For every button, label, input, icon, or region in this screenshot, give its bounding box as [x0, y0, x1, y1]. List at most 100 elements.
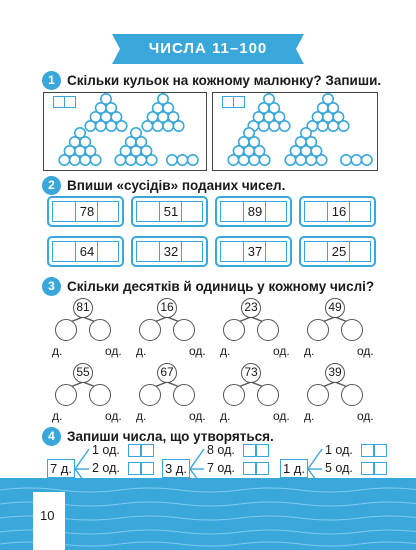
ball: [339, 154, 352, 167]
previous-neighbor-input[interactable]: [53, 201, 75, 222]
ones-label: од.: [273, 344, 290, 358]
neighbor-cells: 32: [136, 241, 203, 262]
result-cell[interactable]: [361, 444, 374, 457]
ball: [360, 154, 373, 167]
given-number: 37: [243, 241, 266, 262]
result-cell[interactable]: [374, 462, 387, 475]
previous-neighbor-input[interactable]: [221, 201, 243, 222]
next-neighbor-input[interactable]: [181, 201, 204, 222]
ones-circle[interactable]: [89, 384, 111, 406]
given-number: 78: [75, 201, 98, 222]
ones-label: од.: [189, 409, 206, 423]
result-cell[interactable]: [256, 444, 269, 457]
tens-circle[interactable]: [55, 384, 77, 406]
ball: [248, 136, 261, 149]
next-neighbor-input[interactable]: [97, 241, 120, 262]
next-neighbor-input[interactable]: [97, 201, 120, 222]
previous-neighbor-input[interactable]: [53, 241, 75, 262]
previous-neighbor-input[interactable]: [305, 201, 327, 222]
result-cell[interactable]: [141, 462, 154, 475]
ones-label: од.: [189, 344, 206, 358]
ones-circle[interactable]: [173, 384, 195, 406]
result-cell[interactable]: [128, 444, 141, 457]
page-number-strip: [33, 492, 65, 550]
ones-item: 5 од.: [325, 461, 353, 475]
next-neighbor-input[interactable]: [349, 201, 372, 222]
ball: [278, 120, 291, 133]
next-neighbor-input[interactable]: [265, 241, 288, 262]
tree-number: 49: [325, 298, 345, 318]
ones-circle[interactable]: [341, 319, 363, 341]
ones-label: од.: [105, 409, 122, 423]
tens-circle[interactable]: [307, 384, 329, 406]
result-cell[interactable]: [361, 462, 374, 475]
neighbor-cells: 37: [220, 241, 287, 262]
result-cell[interactable]: [243, 444, 256, 457]
ones-circle[interactable]: [257, 384, 279, 406]
given-number: 89: [243, 201, 266, 222]
task-number: 2: [42, 176, 61, 195]
neighbor-card: 25: [299, 236, 376, 267]
ones-circle[interactable]: [89, 319, 111, 341]
ball: [258, 154, 271, 167]
tens-label: д.: [220, 344, 231, 358]
ball: [315, 154, 328, 167]
ones-circle[interactable]: [173, 319, 195, 341]
ones-item: 1 од.: [92, 443, 120, 457]
task-number: 4: [42, 427, 61, 446]
previous-neighbor-input[interactable]: [221, 241, 243, 262]
ball: [167, 111, 180, 124]
previous-neighbor-input[interactable]: [305, 241, 327, 262]
result-cell[interactable]: [128, 462, 141, 475]
neighbor-card: 89: [215, 196, 292, 227]
ball: [110, 111, 123, 124]
task-instruction: Скільки кульок на кожному малюнку? Запиш…: [67, 73, 382, 88]
tens-circle[interactable]: [55, 319, 77, 341]
tens-circle[interactable]: [139, 384, 161, 406]
neighbor-card: 51: [131, 196, 208, 227]
tens-circle[interactable]: [223, 384, 245, 406]
neighbor-card: 37: [215, 236, 292, 267]
result-cell[interactable]: [374, 444, 387, 457]
next-neighbor-input[interactable]: [181, 241, 204, 262]
tens-circle[interactable]: [307, 319, 329, 341]
tens-label: д.: [136, 344, 147, 358]
ball: [305, 136, 318, 149]
ball: [273, 111, 286, 124]
ones-circle[interactable]: [341, 384, 363, 406]
neighbor-cells: 25: [304, 241, 371, 262]
tree-number: 73: [241, 363, 261, 383]
task-number: 3: [42, 277, 61, 296]
page-number: 10: [40, 508, 55, 523]
ones-label: од.: [273, 409, 290, 423]
neighbor-card: 78: [47, 196, 124, 227]
wave-lines: [0, 487, 416, 547]
ball: [310, 145, 323, 158]
title-banner: [112, 34, 304, 64]
ball: [350, 154, 363, 167]
ball: [89, 154, 102, 167]
neighbor-cells: 64: [52, 241, 119, 262]
previous-neighbor-input[interactable]: [137, 201, 159, 222]
next-neighbor-input[interactable]: [265, 201, 288, 222]
tens-label: д.: [304, 409, 315, 423]
result-cell[interactable]: [243, 462, 256, 475]
given-number: 32: [159, 241, 182, 262]
given-number: 25: [327, 241, 350, 262]
ball: [140, 145, 153, 158]
result-cell[interactable]: [141, 444, 154, 457]
next-neighbor-input[interactable]: [349, 241, 372, 262]
ball: [74, 127, 87, 140]
tens-circle[interactable]: [139, 319, 161, 341]
tree-number: 39: [325, 363, 345, 383]
page-title: ЧИСЛА 11–100: [148, 40, 268, 57]
previous-neighbor-input[interactable]: [137, 241, 159, 262]
ball: [100, 93, 113, 106]
tens-circle[interactable]: [223, 319, 245, 341]
ball: [321, 93, 334, 106]
tree-number: 55: [73, 363, 93, 383]
ones-circle[interactable]: [257, 319, 279, 341]
result-cell[interactable]: [256, 462, 269, 475]
ball: [162, 102, 175, 115]
balls-illustration: [58, 93, 373, 167]
